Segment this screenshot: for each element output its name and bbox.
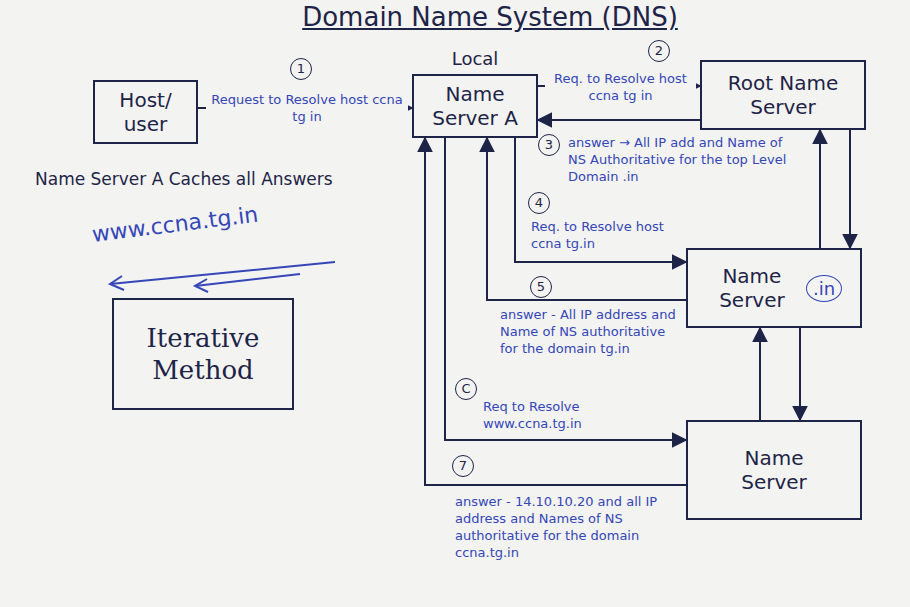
hint-arrowhead [110, 276, 124, 290]
callout-number: 4 [528, 192, 550, 214]
callout-number: 5 [530, 276, 552, 298]
callout-number: 1 [290, 58, 312, 80]
box-heading: Local [414, 48, 536, 69]
connector [759, 328, 761, 420]
connector [538, 119, 700, 121]
hint-arrow [110, 262, 335, 284]
edge-label: answer - 14.10.10.20 and all IP address … [452, 493, 686, 561]
domain-example: www.ccna.tg.in [90, 202, 259, 247]
host-box: Host/ user [93, 80, 198, 144]
edge-label: Request to Resolve host ccna tg in [206, 91, 408, 125]
local-name-server: LocalName Server A [412, 74, 538, 138]
node-label: Name Server A [422, 82, 528, 130]
method-box: Iterative Method [112, 298, 294, 410]
edge-label: answer → All IP add and Name of NS Autho… [565, 134, 801, 185]
node-label: Name Server [706, 264, 798, 312]
hint-arrow [195, 274, 300, 286]
root-name-server: Root Name Server [700, 60, 866, 130]
callout-number: 7 [452, 455, 474, 477]
callout-number: 3 [538, 134, 560, 156]
node-label: Root Name Server [710, 71, 856, 119]
edge-label: Req. to Resolve host ccna tg.in [528, 218, 684, 252]
edge-label: Req to Resolve www.ccna.tg.in [480, 398, 681, 432]
edge-label: answer - All IP address and Name of NS a… [497, 306, 686, 357]
callout-number: C [455, 378, 477, 400]
note-text: Name Server A Caches all Answers [35, 168, 335, 190]
callout-number: 2 [648, 40, 670, 62]
connector [819, 130, 821, 248]
tld-name-server: Name Server .in [686, 248, 862, 328]
node-label: Host/ user [103, 88, 188, 136]
diagram-title: Domain Name System (DNS) [255, 2, 725, 32]
node-label: Name Server [728, 446, 820, 494]
authoritative-name-server: Name Server [686, 420, 862, 520]
node-label: Iterative Method [122, 322, 284, 386]
connector [849, 130, 851, 248]
domain-tag: .in [806, 275, 842, 302]
edge-label: Req. to Resolve host ccna tg in [545, 70, 696, 104]
connector [425, 138, 686, 485]
connector [799, 328, 801, 420]
hint-arrowhead [195, 279, 208, 292]
